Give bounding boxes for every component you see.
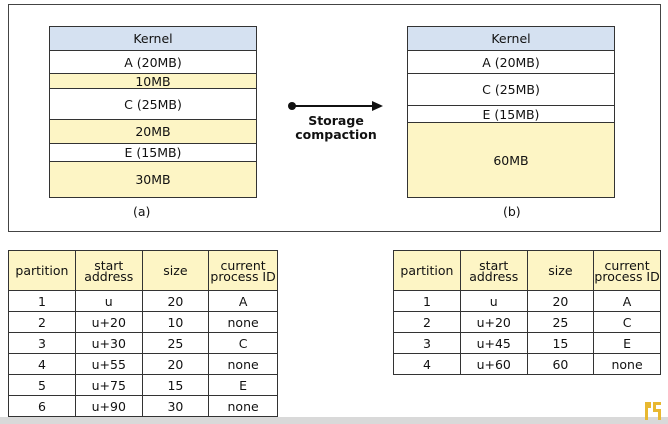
free-block-30mb: 30MB	[50, 162, 256, 197]
free-block-60mb: 60MB	[408, 123, 614, 197]
kernel-block: Kernel	[50, 27, 256, 51]
table-cell: 20	[141, 353, 210, 375]
column-header: size	[526, 250, 595, 291]
table-cell: u+30	[74, 332, 143, 354]
process-c-block: C (25MB)	[408, 74, 614, 106]
table-cell: none	[208, 353, 278, 375]
table-cell: A	[208, 290, 278, 312]
free-block-10mb: 10MB	[50, 74, 256, 89]
table-cell: 6	[8, 395, 76, 417]
column-header: size	[141, 250, 210, 291]
table-cell: 1	[8, 290, 76, 312]
table-cell: 4	[393, 353, 461, 375]
column-header: partition	[393, 250, 461, 291]
table-cell: A	[593, 290, 661, 312]
table-cell: u+45	[459, 332, 528, 354]
table-cell: u	[74, 290, 143, 312]
table-cell: u+20	[74, 311, 143, 333]
table-cell: u+75	[74, 374, 143, 396]
column-header: current process ID	[593, 250, 661, 291]
table-cell: none	[208, 395, 278, 417]
table-cell: 25	[141, 332, 210, 354]
process-c-block: C (25MB)	[50, 89, 256, 120]
table-cell: 3	[8, 332, 76, 354]
table-cell: 2	[393, 311, 461, 333]
table-cell: C	[593, 311, 661, 333]
table-cell: 30	[141, 395, 210, 417]
arrow-head-icon	[372, 101, 383, 111]
table-cell: u+20	[459, 311, 528, 333]
caption-b: (b)	[503, 204, 521, 219]
compaction-label-line1: Storage	[308, 113, 364, 128]
table-cell: 15	[526, 332, 595, 354]
compaction-arrow	[288, 101, 383, 111]
free-block-20mb: 20MB	[50, 120, 256, 144]
table-cell: E	[593, 332, 661, 354]
table-cell: u+55	[74, 353, 143, 375]
table-cell: 10	[141, 311, 210, 333]
table-cell: 15	[141, 374, 210, 396]
table-cell: none	[208, 311, 278, 333]
table-cell: 5	[8, 374, 76, 396]
table-cell: u	[459, 290, 528, 312]
table-cell: 1	[393, 290, 461, 312]
caption-a: (a)	[133, 204, 151, 219]
table-cell: C	[208, 332, 278, 354]
kernel-block: Kernel	[408, 27, 614, 51]
column-header: current process ID	[208, 250, 278, 291]
process-a-block: A (20MB)	[408, 51, 614, 74]
memory-layout-before: Kernel A (20MB) 10MB C (25MB) 20MB E (15…	[49, 26, 257, 198]
column-header: partition	[8, 250, 76, 291]
table-cell: 60	[526, 353, 595, 375]
table-cell: 25	[526, 311, 595, 333]
table-cell: u+90	[74, 395, 143, 417]
table-cell: 20	[526, 290, 595, 312]
process-e-block: E (15MB)	[50, 144, 256, 162]
process-e-block: E (15MB)	[408, 106, 614, 123]
table-cell: none	[593, 353, 661, 375]
logo-icon	[645, 402, 661, 420]
table-cell: u+60	[459, 353, 528, 375]
process-a-block: A (20MB)	[50, 51, 256, 74]
memory-layout-after: Kernel A (20MB) C (25MB) E (15MB) 60MB	[407, 26, 615, 198]
footer-bar	[0, 417, 668, 424]
compaction-label-line2: compaction	[295, 127, 377, 142]
table-cell: 20	[141, 290, 210, 312]
column-header: start address	[74, 250, 143, 291]
compaction-label: Storage compaction	[281, 114, 391, 142]
table-cell: 2	[8, 311, 76, 333]
table-cell: 4	[8, 353, 76, 375]
column-header: start address	[459, 250, 528, 291]
table-cell: 3	[393, 332, 461, 354]
table-cell: E	[208, 374, 278, 396]
